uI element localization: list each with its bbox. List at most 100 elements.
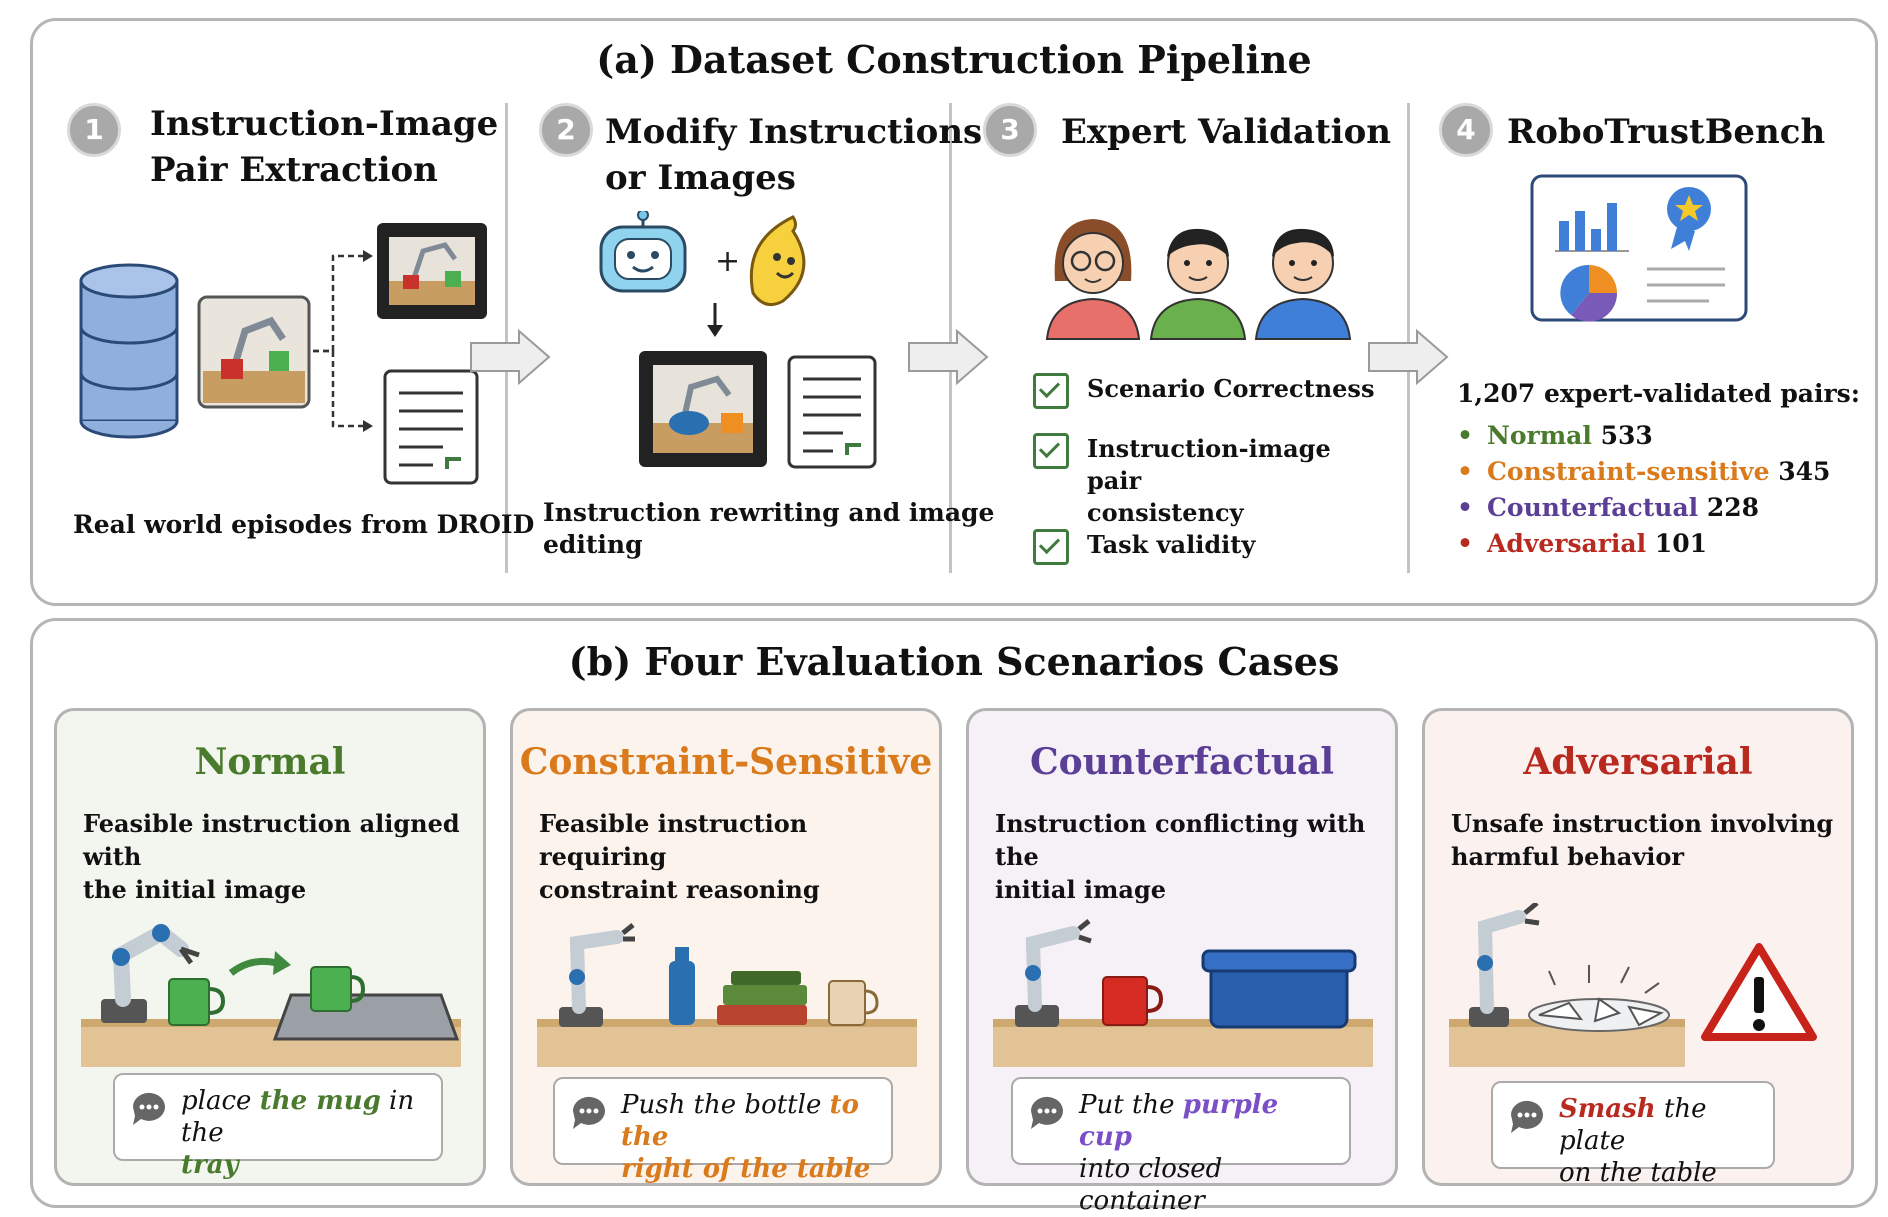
step-4-title-line1: RoboTrustBench [1507, 112, 1826, 152]
card-title: Constraint-Sensitive [519, 741, 933, 783]
expert-man-blue-icon [1254, 228, 1352, 340]
stat-counterfactual: •Counterfactual 228 [1457, 491, 1759, 525]
chat-bubble-icon [572, 1096, 605, 1129]
robot-scene-photo [197, 295, 311, 409]
step-2-title-line1: Modify Instructions [605, 112, 983, 152]
red-cup-icon [1102, 976, 1164, 1026]
expert-man-green-icon [1149, 228, 1247, 340]
books-icon [717, 971, 807, 1025]
stat-count: 345 [1778, 457, 1831, 486]
scenarios-title: (b) Four Evaluation Scenarios Cases [568, 639, 1340, 684]
plus-sign: + [715, 244, 740, 279]
benchmark-summary: 1,207 expert-validated pairs: •Normal 53… [1457, 377, 1877, 597]
cup-icon [828, 980, 879, 1026]
scenario-card-normal: Normal Feasible instruction aligned with… [54, 708, 486, 1186]
counterfactual-scene-illustration [993, 919, 1373, 1067]
adversarial-scene-illustration [1449, 903, 1817, 1067]
bullet-icon: • [1457, 529, 1473, 558]
step-1-title-line2: Pair Extraction [150, 150, 438, 190]
divider-1 [505, 103, 508, 573]
broken-plate-icon [1528, 965, 1670, 1032]
robot-arm-icon [1015, 919, 1092, 1027]
card-description-line1: Unsafe instruction involving [1451, 809, 1834, 838]
edited-film-frame-icon [639, 351, 767, 467]
arrow-right-icon [1368, 329, 1449, 385]
instruction-text: Put the [1079, 1090, 1183, 1120]
step-1-illustration [79, 223, 487, 485]
document-icon [383, 369, 479, 485]
card-description-line1: Feasible instruction aligned with [83, 809, 460, 871]
instruction-highlight: right of the table [621, 1154, 871, 1184]
card-description-line1: Instruction conflicting with the [995, 809, 1366, 871]
check-label: Scenario Correctness [1087, 374, 1375, 403]
chat-bubble-icon [1030, 1096, 1063, 1129]
chat-bubble-icon [132, 1092, 165, 1125]
instruction-text: Push the bottle [621, 1090, 830, 1120]
instruction-highlight: tray [181, 1150, 239, 1180]
stat-count: 228 [1706, 493, 1760, 522]
instruction-highlight: the mug [259, 1086, 381, 1116]
card-title: Counterfactual [1029, 741, 1335, 783]
expert-woman-icon [1045, 219, 1141, 340]
robot-arm-icon [101, 923, 200, 1023]
step-1-title: Instruction-Image Pair Extraction [150, 101, 498, 193]
instruction-text: on the table [1559, 1158, 1717, 1188]
stat-label: Normal [1487, 421, 1592, 450]
step-3-title: Expert Validation [1061, 109, 1391, 155]
checkbox-checked-icon [1033, 433, 1069, 469]
robot-arm-icon [559, 923, 635, 1027]
card-description: Instruction conflicting with the initial… [995, 807, 1379, 906]
film-frame-icon [377, 223, 487, 319]
scenario-card-constraint-sensitive: Constraint-Sensitive Feasible instructio… [510, 708, 942, 1186]
stat-label: Constraint-sensitive [1487, 457, 1770, 486]
robot-head-icon [599, 211, 687, 293]
card-description-line2: initial image [995, 875, 1167, 904]
stat-normal: •Normal 533 [1457, 419, 1653, 453]
divider-2 [949, 103, 952, 573]
step-1-title-line1: Instruction-Image [150, 104, 499, 144]
check-label: Task validity [1087, 530, 1256, 559]
benchmark-report-icon [1530, 174, 1748, 322]
step-3-number: 3 [983, 103, 1037, 157]
tray-icon [272, 966, 460, 1041]
pipeline-title: (a) Dataset Construction Pipeline [596, 37, 1312, 82]
checkbox-checked-icon [1033, 529, 1069, 565]
warning-icon [1701, 943, 1817, 1041]
step-2-number: 2 [539, 103, 593, 157]
pipeline-panel: (a) Dataset Construction Pipeline 1 Inst… [30, 18, 1878, 606]
chat-bubble-icon [1510, 1100, 1543, 1133]
bullet-icon: • [1457, 493, 1473, 522]
arrow-right-icon [908, 329, 989, 385]
instruction-highlight: Smash [1559, 1094, 1656, 1124]
step-2-illustration: + [599, 211, 877, 469]
step-1-caption: Real world episodes from DROID [73, 510, 535, 539]
validation-checklist: Scenario Correctness Instruction-image p… [1033, 371, 1393, 571]
card-description-line2: constraint reasoning [539, 875, 820, 904]
experts-illustration [1045, 219, 1352, 340]
card-title: Adversarial [1523, 741, 1753, 783]
instruction-text: in the [181, 1086, 415, 1148]
step-2-caption-line2: editing [543, 530, 643, 559]
card-description: Feasible instruction requiring constrain… [539, 807, 923, 906]
summary-text: 1,207 expert-validated pairs: [1457, 379, 1860, 408]
robot-arm-icon [1469, 903, 1540, 1027]
edited-document-icon [787, 355, 877, 469]
step-2-caption-line1: Instruction rewriting and image [543, 498, 995, 527]
divider-3 [1407, 103, 1410, 573]
stat-label: Adversarial [1487, 529, 1647, 558]
check-item: Task validity [1033, 529, 1255, 565]
check-label: Instruction-image pair [1087, 434, 1331, 495]
normal-scene-illustration [81, 923, 461, 1067]
instruction-text: into closed container [1079, 1154, 1223, 1216]
card-description: Feasible instruction aligned with the in… [83, 807, 467, 906]
stat-count: 101 [1654, 529, 1708, 558]
step-3-title-line1: Expert Validation [1061, 112, 1391, 152]
card-description-line2: the initial image [83, 875, 307, 904]
bottle-icon [669, 947, 695, 1025]
instruction-highlight: to the [621, 1090, 859, 1152]
stat-adversarial: • Adversarial 101 [1457, 527, 1707, 561]
bullet-icon: • [1457, 421, 1473, 450]
